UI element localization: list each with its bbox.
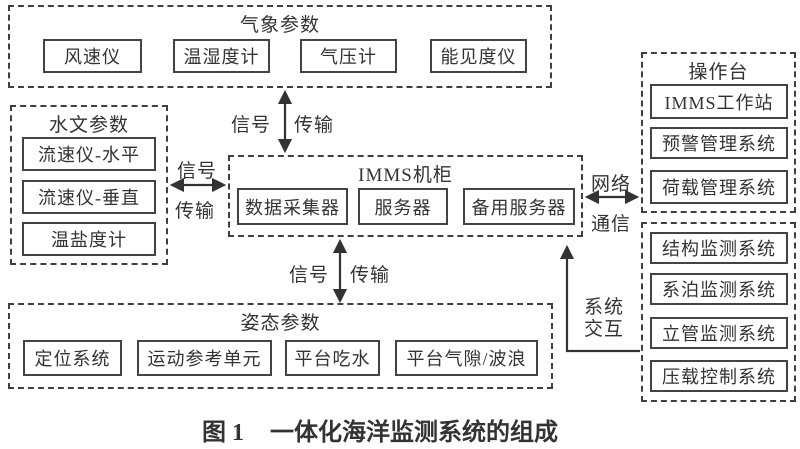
label-system-interaction: 系统 交互 [581,297,627,341]
temp-salinity-meter-box: 温盐度计 [22,222,156,256]
console-title: 操作台 [688,62,749,83]
backup-server-box: 备用服务器 [463,188,575,225]
hydro-params-title: 水文参数 [48,115,129,136]
label-system-interaction-line2: 交互 [583,319,624,340]
current-meter-horizontal-box: 流速仪-水平 [22,137,156,171]
anemometer-box: 风速仪 [43,39,142,73]
label-signal-top-left: 信号 [231,115,272,136]
imms-cabinet-title: IMMS机柜 [358,165,453,186]
thermo-hygrometer-box: 温湿度计 [173,39,270,73]
hydro-params-group: 水文参数 流速仪-水平 流速仪-垂直 温盐度计 [10,105,168,265]
current-meter-vertical-box: 流速仪-垂直 [22,180,156,214]
figure-caption-title: 一体化海洋监测系统的组成 [270,420,558,446]
label-communication: 通信 [591,214,632,235]
label-signal-bottom-left: 信号 [289,265,330,286]
label-transmission-top-right: 传输 [294,115,335,136]
attitude-params-group: 姿态参数 定位系统 运动参考单元 平台吃水 平台气隙/波浪 [8,303,553,389]
figure-caption: 图 1 一体化海洋监测系统的组成 [0,412,760,447]
positioning-system-box: 定位系统 [23,340,122,376]
monitoring-systems-group: 结构监测系统 系泊监测系统 立管监测系统 压载控制系统 [641,222,796,402]
server-box: 服务器 [358,188,448,225]
ballast-control-box: 压载控制系统 [650,360,788,392]
data-collector-box: 数据采集器 [237,188,348,225]
attitude-params-title: 姿态参数 [240,313,321,334]
label-network: 网络 [591,174,632,195]
load-management-box: 荷载管理系统 [650,170,788,204]
met-params-title: 气象参数 [239,15,320,36]
barometer-box: 气压计 [300,39,397,73]
platform-airgap-wave-box: 平台气隙/波浪 [395,340,538,376]
met-params-group: 气象参数 风速仪 温湿度计 气压计 能见度仪 [8,5,552,88]
figure-caption-label: 图 1 [202,420,244,446]
imms-cabinet-group: IMMS机柜 数据采集器 服务器 备用服务器 [228,155,583,237]
warning-management-box: 预警管理系统 [650,127,788,159]
visibility-meter-box: 能见度仪 [430,39,527,73]
riser-monitoring-box: 立管监测系统 [650,317,788,349]
platform-draft-box: 平台吃水 [285,340,380,376]
mooring-monitoring-box: 系泊监测系统 [650,273,788,305]
imms-workstation-box: IMMS工作站 [650,84,788,119]
label-signal-left-top: 信号 [177,161,218,182]
label-transmission-bottom-right: 传输 [350,265,391,286]
label-system-interaction-line1: 系统 [583,297,624,318]
motion-reference-unit-box: 运动参考单元 [137,340,272,376]
label-transmission-left-bottom: 传输 [175,201,216,222]
structure-monitoring-box: 结构监测系统 [650,232,788,264]
console-group: 操作台 IMMS工作站 预警管理系统 荷载管理系统 [641,52,796,213]
